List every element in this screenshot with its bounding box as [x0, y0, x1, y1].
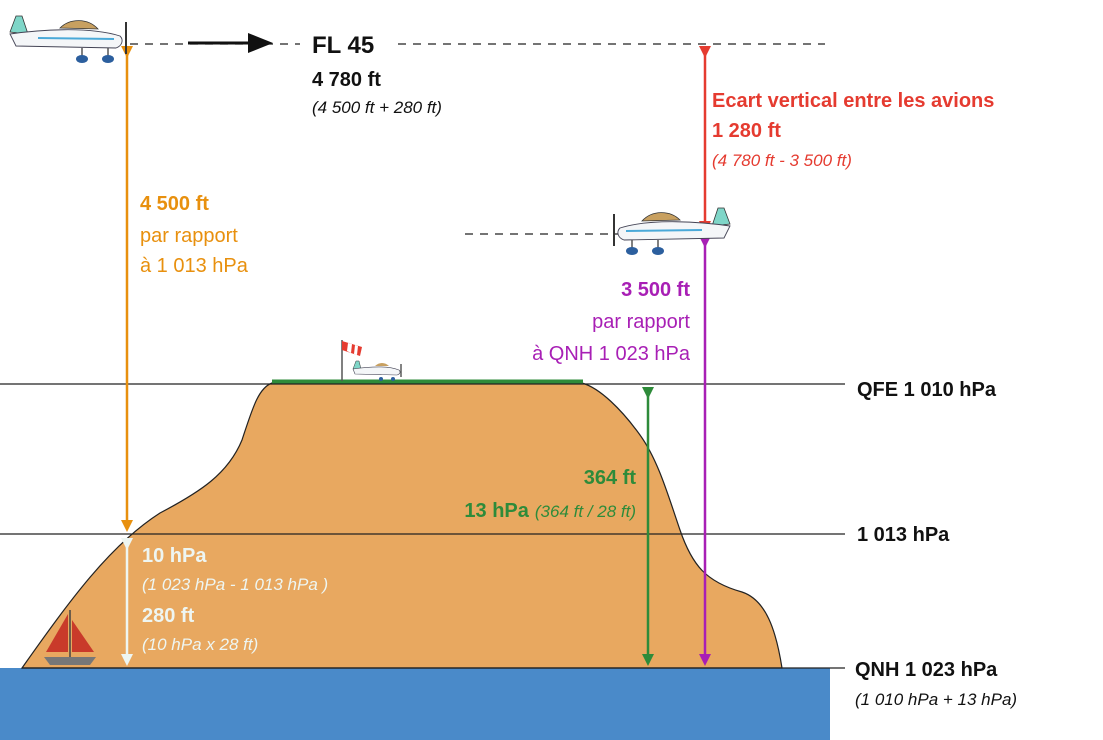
hill [20, 382, 783, 669]
green-elevation-value: 364 ft [584, 467, 637, 489]
qfe-label: QFE 1 010 hPa [857, 379, 997, 401]
green-elevation-hpa: 13 hPa (364 ft / 28 ft) [464, 500, 636, 522]
windsock-icon [341, 340, 362, 381]
orange-altitude-line1: par rapport [140, 225, 238, 247]
sea [0, 668, 830, 740]
pale-hpa-calc: (1 023 hPa - 1 013 hPa ) [142, 575, 328, 594]
qnh-calc: (1 010 hPa + 13 hPa) [855, 690, 1017, 709]
green-hpa-value: 13 hPa [464, 500, 529, 522]
orange-altitude-value: 4 500 ft [140, 193, 209, 215]
pale-ft-value: 280 ft [142, 605, 195, 627]
red-separation-value: 1 280 ft [712, 120, 781, 142]
direction-arrow-icon [188, 33, 273, 53]
true-altitude-label: 4 780 ft [312, 69, 381, 91]
low-airplane-icon [613, 207, 731, 255]
orange-altitude-line2: à 1 013 hPa [140, 255, 249, 277]
flight-level-label: FL 45 [312, 32, 374, 59]
parked-airplane-icon [352, 360, 402, 381]
std-label: 1 013 hPa [857, 524, 950, 546]
purple-altitude-line1: par rapport [592, 311, 690, 333]
sailboat-icon [44, 610, 96, 665]
green-hpa-calc: (364 ft / 28 ft) [535, 502, 636, 521]
high-airplane-icon [9, 15, 127, 63]
purple-altitude-line2: à QNH 1 023 hPa [532, 343, 691, 365]
true-altitude-calc: (4 500 ft + 280 ft) [312, 98, 442, 117]
qnh-label: QNH 1 023 hPa [855, 659, 998, 681]
red-separation-calc: (4 780 ft - 3 500 ft) [712, 151, 852, 170]
pale-hpa-value: 10 hPa [142, 545, 207, 567]
purple-altitude-value: 3 500 ft [621, 279, 690, 301]
red-separation-title: Ecart vertical entre les avions [712, 90, 994, 112]
pale-ft-calc: (10 hPa x 28 ft) [142, 635, 258, 654]
